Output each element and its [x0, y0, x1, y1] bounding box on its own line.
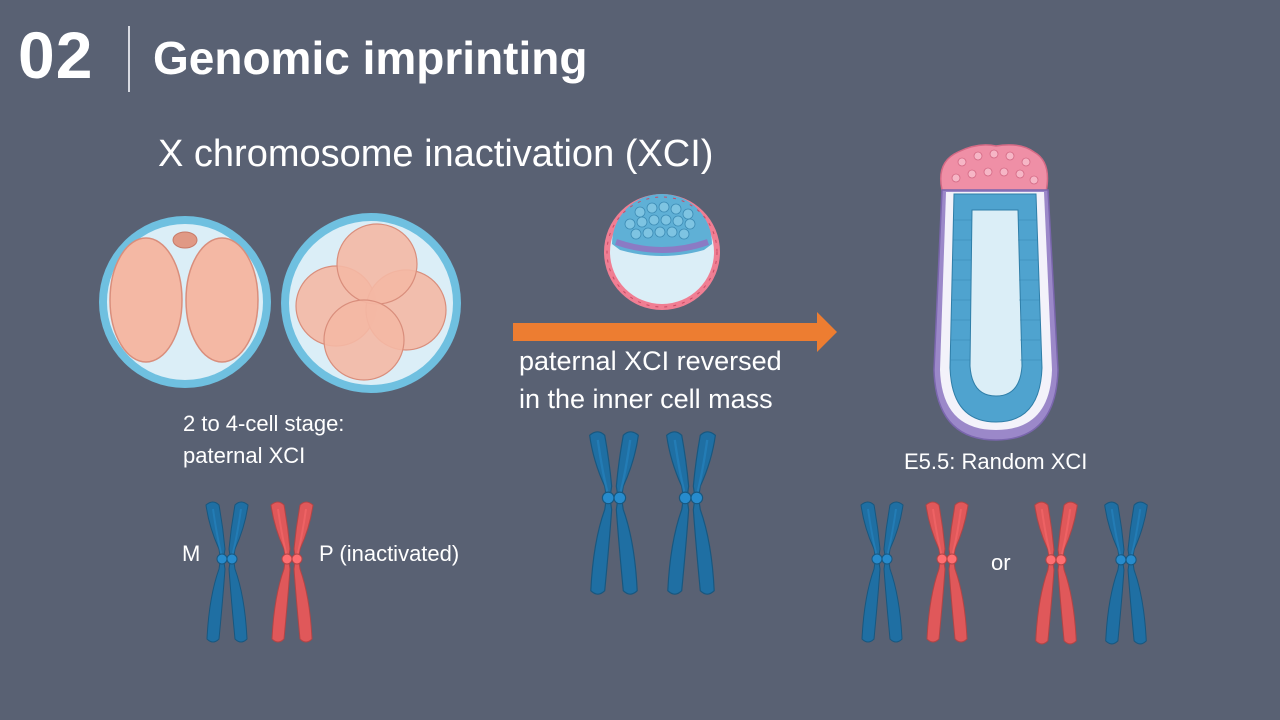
- title-divider: [128, 26, 130, 92]
- reactivated-x-chromosome-1: [589, 431, 639, 595]
- or-label: or: [991, 550, 1011, 575]
- arrow-caption-line1: paternal XCI reversed: [519, 346, 782, 376]
- random-xci-option2-inactive-chromosome: [1034, 501, 1078, 645]
- egg-cylinder-embryo-illustration: [933, 144, 1059, 441]
- stage1-caption-line2: paternal XCI: [183, 443, 306, 468]
- two-cell-embryo-illustration: [99, 216, 271, 388]
- random-xci-option1-active-chromosome: [860, 501, 904, 643]
- slide-number: 02: [18, 18, 94, 92]
- paternal-label: P (inactivated): [319, 541, 460, 566]
- progression-arrow: [513, 312, 837, 352]
- paternal-x-chromosome-inactivated: [270, 501, 314, 643]
- slide-title: Genomic imprinting: [153, 32, 588, 84]
- maternal-label: M: [182, 541, 201, 566]
- random-xci-option2-active-chromosome: [1104, 501, 1148, 645]
- blastocyst-illustration: [604, 194, 720, 310]
- random-xci-option1-inactive-chromosome: [925, 501, 969, 643]
- arrow-caption-line2: in the inner cell mass: [519, 384, 773, 414]
- stage1-caption-line1: 2 to 4-cell stage:: [183, 411, 345, 436]
- stage3-caption: E5.5: Random XCI: [904, 449, 1088, 474]
- maternal-x-chromosome: [205, 501, 249, 643]
- four-cell-embryo-illustration: [281, 213, 461, 393]
- slide-subtitle: X chromosome inactivation (XCI): [158, 133, 714, 175]
- reactivated-x-chromosome-2: [666, 431, 716, 595]
